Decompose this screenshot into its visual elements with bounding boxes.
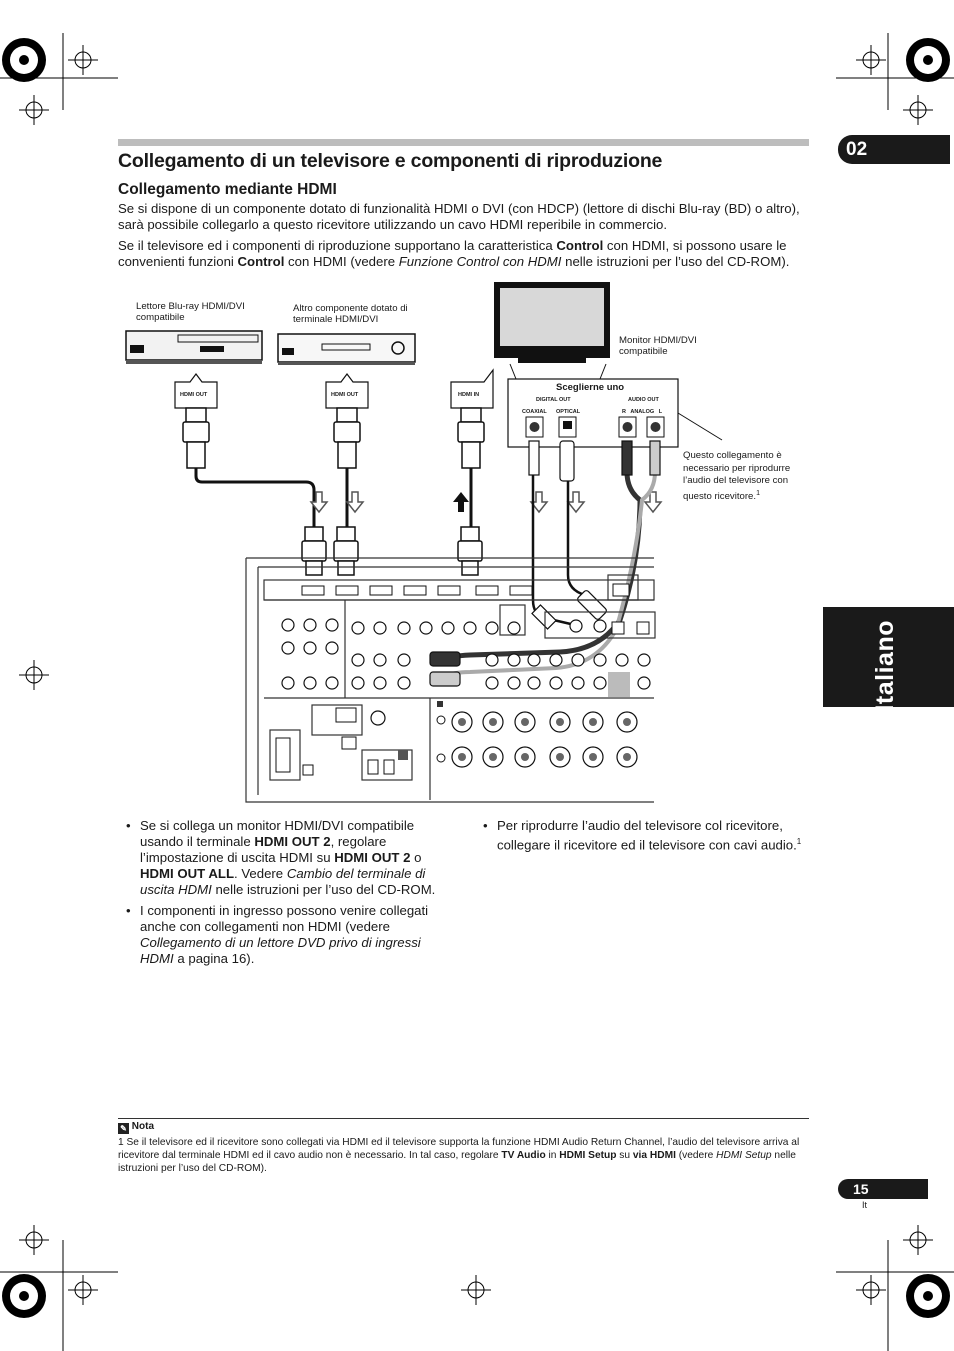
- chapter-number: 02: [838, 135, 950, 164]
- hdmi-out-label-1: HDMI OUT: [180, 392, 208, 398]
- monitor-label: Monitor HDMI/DVI compatibile: [619, 335, 697, 357]
- page-number: 15: [838, 1179, 928, 1199]
- intro-paragraph-1: Se si dispone di un componente dotato di…: [118, 201, 800, 232]
- hdmi-out-tag-2: [325, 373, 369, 409]
- hdmi-in-label: HDMI IN: [458, 392, 480, 398]
- note-pencil-icon: ✎: [118, 1123, 129, 1134]
- page-language: It: [862, 1200, 868, 1210]
- receiver-rca-jacks: [281, 618, 651, 726]
- hdmi-out-label-2: HDMI OUT: [331, 392, 359, 398]
- header-rule: [118, 139, 809, 146]
- callout-line: [677, 412, 723, 441]
- section-heading: Collegamento mediante HDMI: [118, 181, 337, 198]
- page-title: Collegamento di un televisore e componen…: [118, 150, 663, 172]
- bluray-player-label: Lettore Blu-ray HDMI/DVI compatibile: [136, 301, 245, 323]
- other-component-icon: [277, 333, 416, 365]
- note-heading: ✎ Nota: [118, 1121, 154, 1134]
- intro-paragraph-2: Se il televisore ed i componenti di ripr…: [118, 238, 790, 269]
- hdmi-out-tag-1: [174, 373, 218, 409]
- bullet-non-hdmi: •I componenti in ingresso possono venire…: [126, 903, 429, 966]
- analog-label: R ANALOG L: [622, 409, 663, 415]
- other-component-label: Altro componente dotato di terminale HDM…: [293, 303, 408, 325]
- bullet-tv-audio: •Per riprodurre l’audio del televisore c…: [483, 818, 802, 853]
- optical-label: OPTICAL: [556, 409, 581, 415]
- audio-connection-note: Questo collegamento è necessario per rip…: [683, 450, 791, 502]
- language-tab: Italiano: [823, 607, 954, 712]
- lan-port-icon: [612, 583, 630, 597]
- hdmi-in-tag: [450, 368, 494, 409]
- choose-one-label: Sceglierne uno: [556, 382, 625, 393]
- bullet-hdmi-out-2: •Se si collega un monitor HDMI/DVI compa…: [126, 818, 436, 897]
- receiver-rear-panel: [245, 557, 656, 803]
- speaker-terminals: [451, 711, 638, 768]
- bluray-player-icon: [125, 330, 263, 364]
- note-rule: [118, 1118, 809, 1119]
- tv-monitor-icon: [494, 282, 610, 363]
- note-text: 1 Se il televisore ed il ricevitore sono…: [118, 1137, 800, 1174]
- coaxial-label: COAXIAL: [522, 409, 547, 415]
- rs232-port-icon: [275, 737, 291, 773]
- audio-out-label: AUDIO OUT: [628, 397, 659, 403]
- digital-out-label: DIGITAL OUT: [536, 397, 571, 403]
